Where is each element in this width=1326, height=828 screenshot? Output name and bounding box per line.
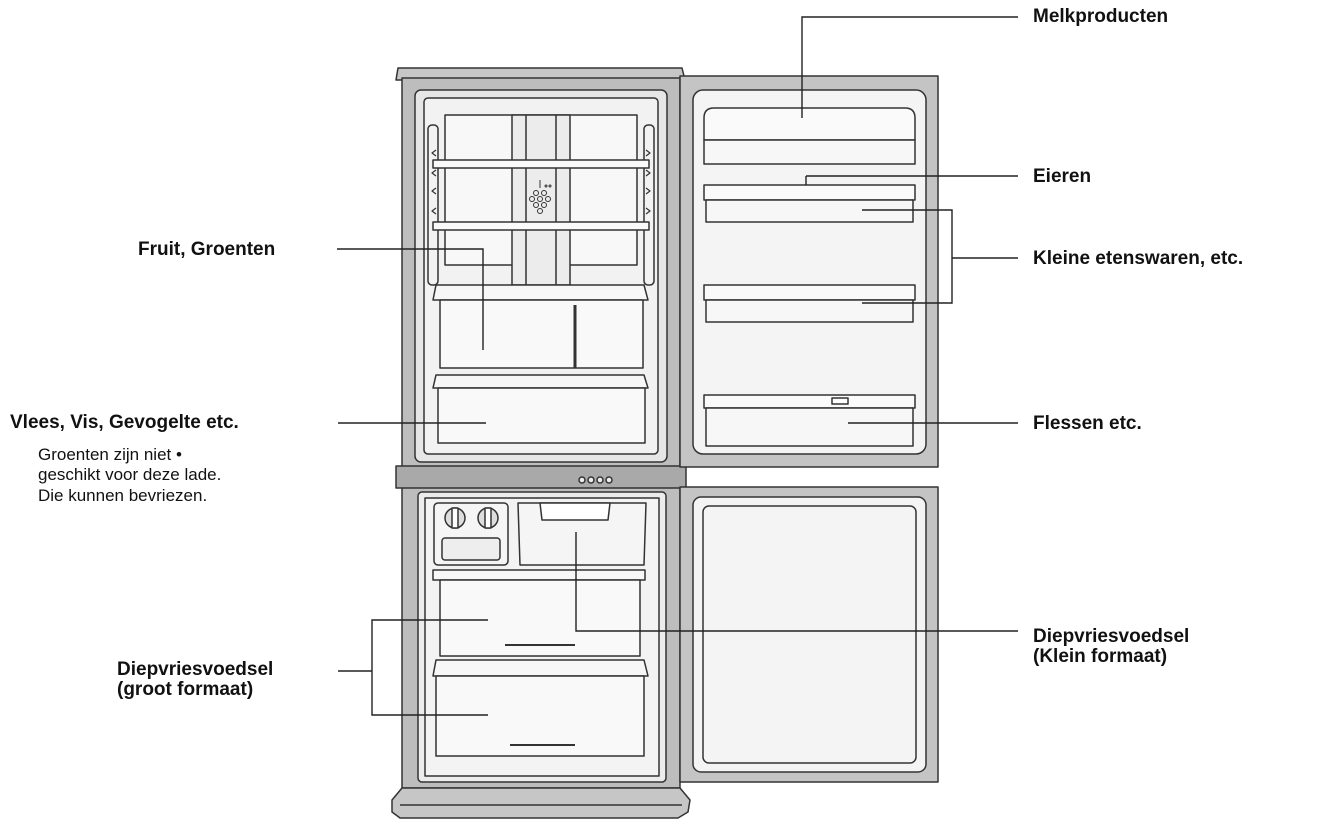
note-line-2: geschikt voor deze lade. <box>38 465 222 484</box>
crisper-drawer <box>432 284 649 369</box>
egg-pocket <box>703 184 916 223</box>
fridge-logo-icon <box>529 180 552 214</box>
note-line-1: Groenten zijn niet • <box>38 445 182 464</box>
freezer-drawer-upper <box>432 569 646 657</box>
fridge-door <box>679 75 939 468</box>
leader-diepvries-klein <box>575 532 1018 632</box>
label-diepvries-klein-line1: Diepvriesvoedsel <box>1033 626 1190 647</box>
small-freezer-box <box>517 502 647 566</box>
glass-shelf-lower <box>432 221 650 231</box>
leader-melkproducten <box>801 16 1018 118</box>
ice-maker <box>433 502 509 566</box>
glass-shelf-upper <box>432 159 650 169</box>
label-vlees-vis: Vlees, Vis, Gevogelte etc. <box>10 412 239 433</box>
control-buttons <box>578 476 613 484</box>
label-diepvries-groot-line1: Diepvriesvoedsel <box>117 659 274 680</box>
freezer-door <box>679 486 939 783</box>
chill-drawer <box>432 374 649 444</box>
freezer-compartment <box>417 491 667 783</box>
leader-lines <box>337 16 1018 716</box>
fridge-compartment <box>414 89 668 463</box>
door-pocket-middle <box>703 284 916 323</box>
label-diepvries-groot-line2: (groot formaat) <box>117 679 254 700</box>
dairy-compartment <box>703 107 916 165</box>
bottle-pocket <box>703 394 916 447</box>
label-flessen: Flessen etc. <box>1033 413 1142 434</box>
leader-kleine-etenswaren <box>862 209 953 304</box>
leader-fruit-groenten <box>337 248 484 350</box>
label-diepvries-klein-line2: (Klein formaat) <box>1033 646 1168 667</box>
note-line-3: Die kunnen bevriezen. <box>38 486 208 505</box>
label-melkproducten: Melkproducten <box>1033 6 1169 27</box>
leader-diepvries-groot <box>371 619 488 716</box>
label-fruit-groenten: Fruit, Groenten <box>138 239 276 260</box>
label-kleine-etenswaren: Kleine etenswaren, etc. <box>1033 248 1244 269</box>
freezer-drawer-lower <box>432 659 649 757</box>
label-eieren: Eieren <box>1033 166 1092 187</box>
